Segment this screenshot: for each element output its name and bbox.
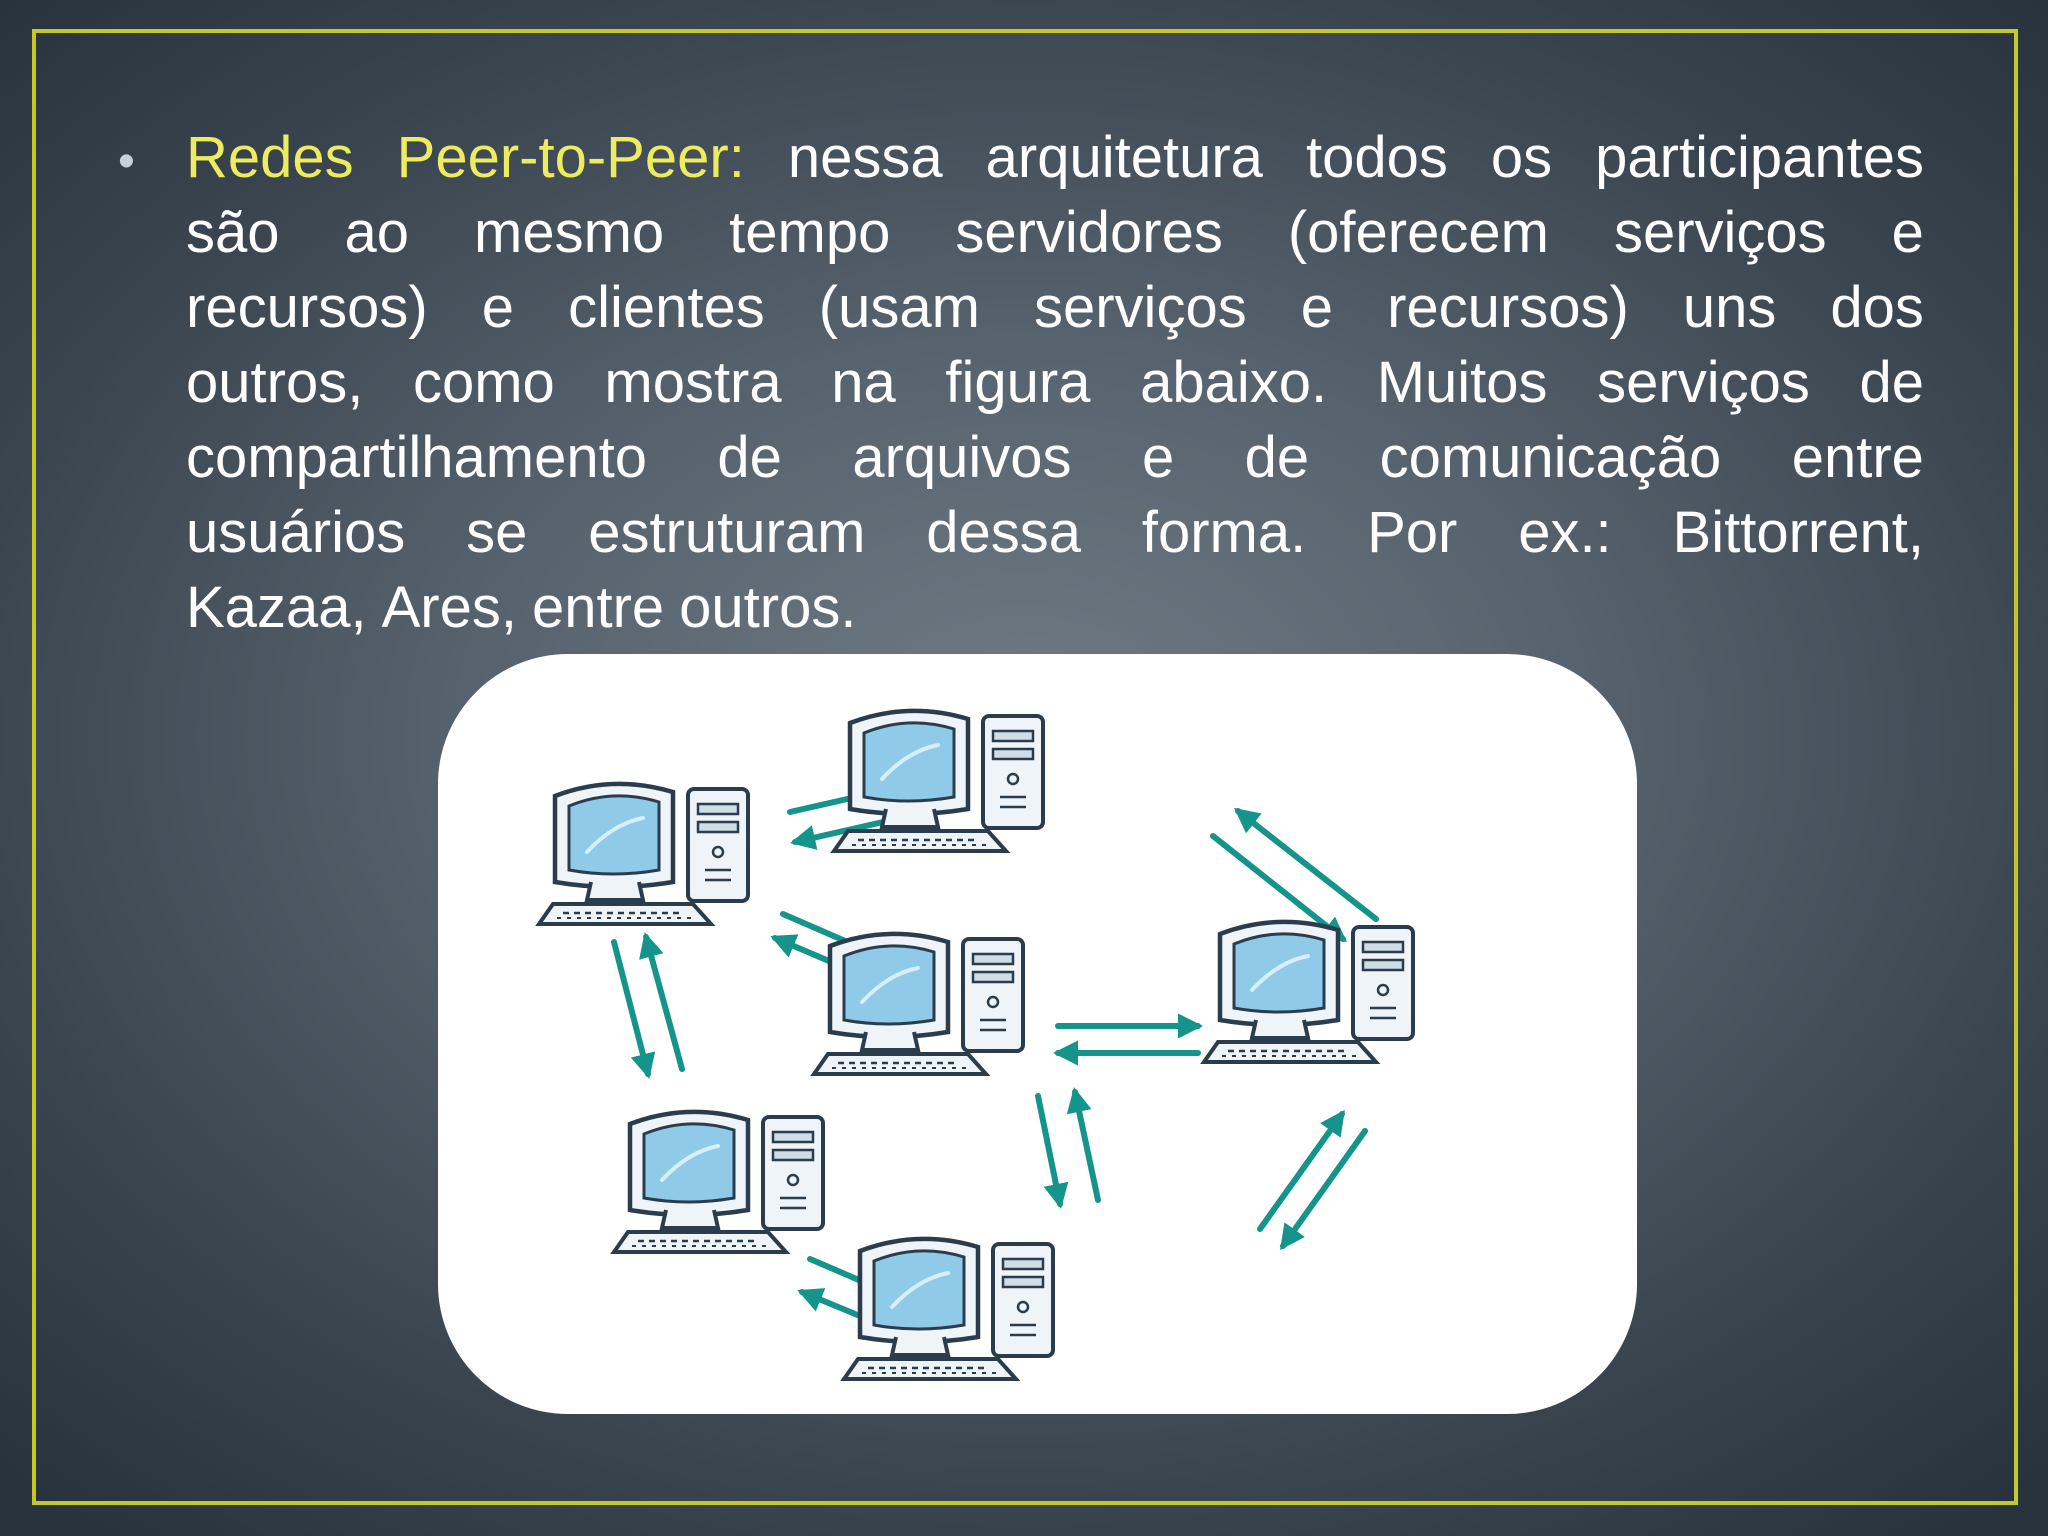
word: e: [1891, 200, 1924, 265]
paragraph-line: compartilhamento de arquivos e de comunicação…: [186, 420, 1924, 495]
computer-top-left-icon: [535, 781, 750, 926]
word: servidores: [955, 200, 1223, 265]
word: todos: [1305, 125, 1448, 190]
word: estruturam: [588, 500, 866, 565]
computer-right-icon: [1200, 919, 1415, 1064]
arrow-backward: [639, 932, 685, 1072]
word: uns: [1682, 275, 1777, 340]
computer-bottom-left-icon: [610, 1109, 825, 1254]
word: (usam: [818, 275, 980, 340]
computer-bottom-icon: [840, 1236, 1055, 1381]
peer-to-peer-diagram: [438, 654, 1637, 1414]
word: são: [186, 200, 280, 265]
word: Kazaa,: [186, 575, 367, 640]
arrow-backward: [1234, 807, 1379, 922]
word: comunicação: [1379, 425, 1722, 490]
word: recursos): [186, 275, 428, 340]
word: Por: [1367, 500, 1458, 565]
word: de: [717, 425, 782, 490]
network-diagram-svg: [535, 708, 1415, 1381]
word: entre: [1791, 425, 1924, 490]
arrow-forward: [1257, 1109, 1345, 1232]
word: ex.:: [1518, 500, 1612, 565]
word: os: [1490, 125, 1553, 190]
word: na: [831, 350, 896, 415]
arrow-forward: [1035, 1093, 1069, 1209]
word: entre: [531, 575, 665, 640]
word: outros.: [679, 575, 857, 640]
word: Bittorrent,: [1672, 500, 1924, 565]
word: de: [1859, 350, 1924, 415]
word: Muitos: [1376, 350, 1548, 415]
word: usuários: [186, 500, 406, 565]
computer-center-icon: [810, 931, 1025, 1076]
link-center-right: [1052, 1013, 1204, 1066]
word: recursos): [1387, 275, 1629, 340]
link-top-right: [1210, 807, 1379, 943]
word: Ares,: [381, 575, 517, 640]
word: (oferecem: [1287, 200, 1549, 265]
word: abaixo.: [1140, 350, 1328, 415]
slide-frame: [32, 29, 2018, 1505]
word: mostra: [604, 350, 782, 415]
word: outros,: [186, 350, 364, 415]
word: de: [1244, 425, 1310, 490]
word: forma.: [1141, 500, 1307, 565]
word: tempo: [729, 200, 891, 265]
arrow-backward: [1280, 1128, 1368, 1251]
word: serviços: [1613, 200, 1827, 265]
word: como: [412, 350, 555, 415]
word: serviços: [1033, 275, 1247, 340]
word: arquivos: [852, 425, 1072, 490]
bullet-dot: •: [118, 135, 135, 188]
word: ao: [344, 200, 410, 265]
word: figura: [945, 350, 1091, 415]
highlighted-word: Redes: [186, 125, 354, 190]
computer-top-icon: [830, 708, 1045, 853]
word: compartilhamento: [186, 425, 647, 490]
word: nessa: [787, 125, 943, 190]
arrow-forward: [611, 939, 656, 1079]
arrow-backward: [1066, 1087, 1101, 1203]
arrow-forward: [1210, 833, 1347, 943]
word: e: [1300, 275, 1334, 340]
word: serviços: [1597, 350, 1810, 415]
paragraph-line: recursos) e clientes (usam serviços e recursos…: [186, 270, 1924, 345]
word: e: [1141, 425, 1175, 490]
link-top-left-bottom-left: [611, 932, 685, 1079]
link-center-bottom: [1035, 1087, 1101, 1209]
word: dessa: [926, 500, 1082, 565]
word: se: [466, 500, 528, 565]
link-bottom-right: [1257, 1109, 1368, 1251]
paragraph-line: usuários se estruturam dessa forma. Por ex.: Bi…: [186, 495, 1924, 570]
word: e: [481, 275, 515, 340]
word: dos: [1830, 275, 1924, 340]
paragraph-line: outros, como mostra na figura abaixo. Muitos se…: [186, 345, 1924, 420]
word: arquitetura: [985, 125, 1263, 190]
word: clientes: [568, 275, 765, 340]
highlighted-word: Peer-to-Peer:: [396, 125, 745, 190]
word: participantes: [1595, 125, 1924, 190]
word: mesmo: [474, 200, 665, 265]
